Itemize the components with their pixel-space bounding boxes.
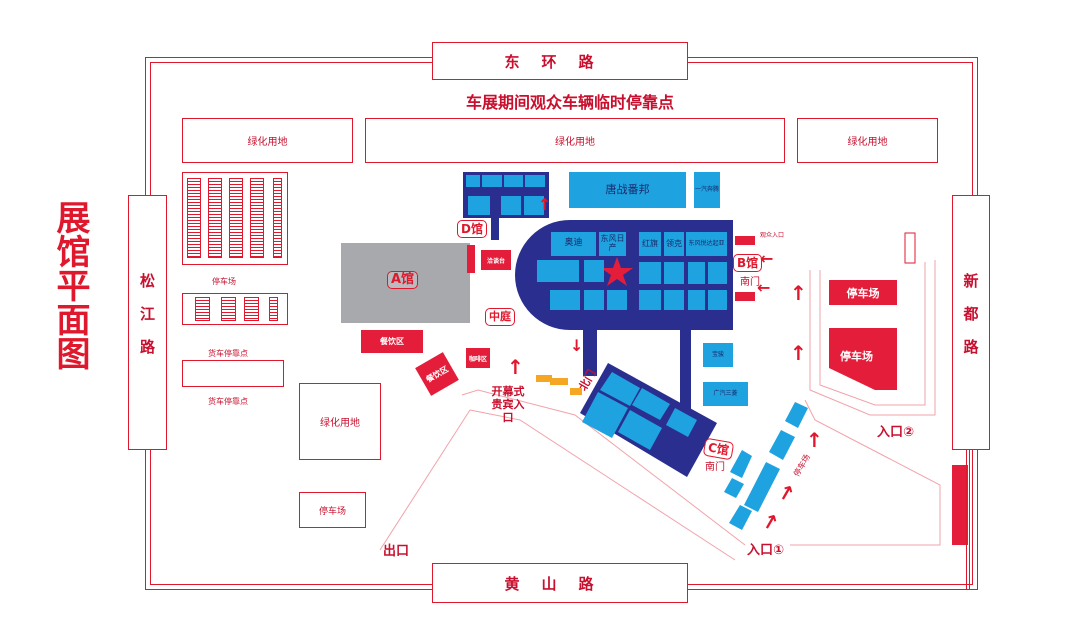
- connector-east: [680, 328, 691, 413]
- parking-left-label: 停车场: [212, 277, 236, 286]
- greenery-1: 绿化用地: [182, 118, 353, 163]
- truck-stop-label-2: 货车停靠点: [208, 397, 248, 406]
- greenery-4: 绿化用地: [299, 383, 381, 460]
- d-hall-building: [463, 172, 549, 218]
- b-south-gate-label: 南门: [740, 277, 760, 288]
- booth-c-side-2[interactable]: 广汽三菱: [703, 382, 748, 406]
- star-marker: [601, 257, 633, 286]
- parking-right-bottom: 停车场: [840, 350, 873, 363]
- greenery-2: 绿化用地: [365, 118, 785, 163]
- dining-area-1: 餐饮区: [361, 330, 423, 353]
- booth-b-2[interactable]: 东风日产: [599, 232, 626, 256]
- booth-c-side-1[interactable]: 宝骏: [703, 343, 733, 367]
- truck-stop-area: [182, 360, 284, 387]
- arrow-up-icon: ↑: [507, 355, 524, 379]
- parking-right-bottom-shape: [829, 328, 897, 390]
- arrow-up-icon: ↑: [806, 428, 823, 452]
- cafe-area: 咖啡区: [466, 348, 490, 368]
- booth-b-3[interactable]: 红旗: [639, 232, 661, 256]
- entrance-2-label: 入口②: [877, 425, 915, 440]
- road-north: 东环路: [432, 42, 688, 80]
- map-subtitle: 车展期间观众车辆临时停靠点: [465, 93, 674, 112]
- booth-faw[interactable]: 一汽奔腾: [694, 172, 720, 208]
- hall-b-label[interactable]: B馆: [733, 254, 763, 272]
- truck-stop-label-1: 货车停靠点: [208, 349, 248, 358]
- parking-left-grid-2: [182, 293, 288, 325]
- booth-b-1[interactable]: 奥迪: [551, 232, 596, 256]
- rest-area: 洽谈台: [481, 250, 511, 270]
- exit-label: 出口: [383, 544, 410, 559]
- vip-entrance-label: 开幕式贵宾入口: [491, 385, 525, 424]
- hall-d-label[interactable]: D馆: [457, 220, 487, 238]
- road-south: 黄山路: [432, 563, 688, 603]
- arrow-up-icon: ↑: [790, 281, 807, 305]
- c-south-gate-label: 南门: [705, 462, 725, 473]
- booth-b-5[interactable]: 东风悦达起亚: [686, 232, 727, 256]
- booth-top-block[interactable]: 唐战番邦: [569, 172, 686, 208]
- info-strip: [952, 465, 968, 545]
- audience-entrance-label: 观众入口: [760, 232, 785, 239]
- parking-left-area: [182, 172, 288, 265]
- hall-a-label[interactable]: A馆: [387, 271, 419, 289]
- entrance-1-label: 入口①: [747, 543, 785, 558]
- parking-right-top: 停车场: [829, 280, 897, 305]
- greenery-3: 绿化用地: [797, 118, 938, 163]
- arrow-up-icon: ↑: [790, 341, 807, 365]
- road-east: 新都路: [952, 195, 990, 450]
- parking-bottom-left: 停车场: [299, 492, 366, 528]
- arrow-up-icon: ↑: [538, 195, 552, 214]
- atrium-label: 中庭: [485, 308, 515, 326]
- road-west: 松江路: [128, 195, 167, 450]
- side-strip: [467, 245, 475, 273]
- booth-b-4[interactable]: 领克: [664, 232, 684, 256]
- connector-north: [583, 328, 597, 376]
- map-title: 展馆平面图: [50, 200, 90, 370]
- arrow-down-icon: ↓: [570, 336, 584, 355]
